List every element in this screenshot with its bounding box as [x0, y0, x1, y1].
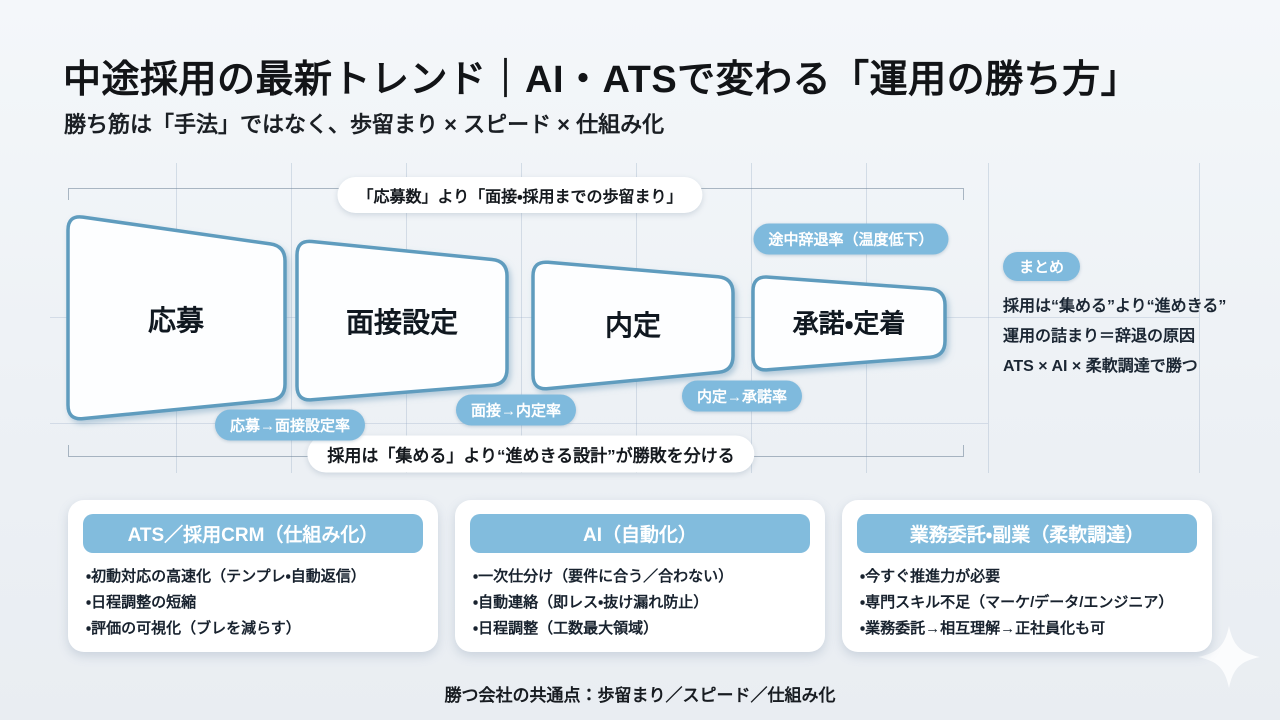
- summary-line: 採用は“集める”より“進めきる”: [1003, 298, 1227, 315]
- card-title: 業務委託・副業（柔軟調達）: [857, 514, 1197, 553]
- funnel-bottom-note: 採用は「集める」より“進めきる設計”が勝敗を分ける: [307, 435, 755, 473]
- funnel-stage-label-offer: 内定: [604, 310, 662, 341]
- page-subtitle: 勝ち筋は「手法」ではなく、歩留まり × スピード × 仕組み化: [64, 112, 665, 137]
- card-bullet: ・業務委託→相互理解→正社員化も可: [860, 620, 1106, 637]
- funnel-stage-label-apply: 応募: [147, 305, 205, 336]
- funnel-stage-label-acceptance: 承諾・定着: [792, 308, 906, 339]
- card-ai: AI（自動化） ・一次仕分け（要件に合う／合わない） ・自動連絡（即レス・抜け漏…: [455, 500, 825, 652]
- funnel-stage-shape-1: [66, 215, 287, 421]
- card-title: AI（自動化）: [470, 514, 810, 553]
- rate-pill-interview-to-offer: 面接→内定率: [455, 394, 577, 426]
- card-bullet: ・今すぐ推進力が必要: [860, 568, 1001, 585]
- card-bullet: ・初動対応の高速化（テンプレ・自動返信）: [86, 568, 366, 585]
- rate-pill-dropout: 途中辞退率（温度低下）: [753, 223, 949, 255]
- grid-vline: [988, 163, 989, 473]
- card-title: ATS／採用CRM（仕組み化）: [83, 514, 423, 553]
- rate-pill-offer-to-acceptance: 内定→承諾率: [681, 380, 803, 412]
- summary-line: ATS × AI × 柔軟調達で勝つ: [1003, 358, 1198, 375]
- summary-badge: まとめ: [1003, 252, 1081, 281]
- summary-panel: まとめ 採用は“集める”より“進めきる” 運用の詰まり＝辞退の原因 ATS × …: [1003, 252, 1226, 382]
- rate-pill-apply-to-interview: 応募→面接設定率: [214, 409, 366, 441]
- card-ats-crm: ATS／採用CRM（仕組み化） ・初動対応の高速化（テンプレ・自動返信） ・日程…: [68, 500, 438, 652]
- funnel-stage-shape-3: [531, 260, 735, 391]
- grid-vline: [1199, 163, 1200, 473]
- card-bullet: ・自動連絡（即レス・抜け漏れ防止）: [473, 594, 709, 611]
- footer-note: 勝つ会社の共通点：歩留まり／スピード／仕組み化: [444, 686, 836, 705]
- funnel-stage-label-interview: 面接設定: [345, 307, 459, 338]
- page-title: 中途採用の最新トレンド｜AI・ATSで変わる「運用の勝ち方」: [63, 59, 1140, 101]
- card-bullet: ・一次仕分け（要件に合う／合わない）: [473, 568, 734, 585]
- card-bullet: ・評価の可視化（ブレを減らす）: [86, 620, 301, 637]
- card-bullet: ・専門スキル不足（マーケ/データ/エンジニア）: [860, 594, 1174, 611]
- funnel-stage-shape-2: [295, 239, 509, 402]
- grid-vline: [521, 163, 522, 473]
- card-bullet: ・日程調整の短縮: [86, 594, 197, 611]
- sparkle-icon: [1198, 626, 1260, 688]
- grid-vline: [291, 163, 292, 473]
- funnel-stage-shape-4: [751, 275, 947, 372]
- summary-line: 運用の詰まり＝辞退の原因: [1003, 328, 1196, 345]
- funnel-top-note: 「応募数」より「面接・採用までの歩留まり」: [337, 177, 703, 213]
- card-bullet: ・日程調整（工数最大領域）: [473, 620, 659, 637]
- card-outsourcing: 業務委託・副業（柔軟調達） ・今すぐ推進力が必要 ・専門スキル不足（マーケ/デー…: [842, 500, 1212, 652]
